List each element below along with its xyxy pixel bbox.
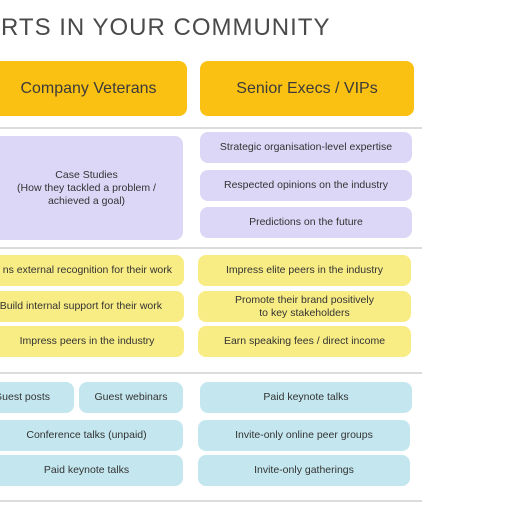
page-title: ERTS IN YOUR COMMUNITY	[0, 14, 331, 41]
divider-1	[0, 127, 422, 129]
strategic-expertise-card: Strategic organisation-level expertise	[200, 132, 412, 163]
invite-only-groups-card: Invite-only online peer groups	[198, 420, 410, 451]
case-studies-line2: (How they tackled a problem /	[17, 181, 156, 194]
predictions-card: Predictions on the future	[200, 207, 412, 238]
speaking-fees-card: Earn speaking fees / direct income	[198, 326, 411, 357]
header-company-veterans: Company Veterans	[0, 61, 187, 116]
external-recognition-card: ns external recognition for their work	[0, 255, 184, 286]
promote-brand-line2: to key stakeholders	[259, 306, 350, 319]
internal-support-card: Build internal support for their work	[0, 291, 184, 322]
impress-peers-card: Impress peers in the industry	[0, 326, 184, 357]
guest-posts-card: Guest posts	[0, 382, 74, 413]
invite-only-gatherings-card: Invite-only gatherings	[198, 455, 410, 486]
paid-keynote-right-card: Paid keynote talks	[200, 382, 412, 413]
divider-2	[0, 247, 422, 249]
header-senior-execs: Senior Execs / VIPs	[200, 61, 414, 116]
promote-brand-card: Promote their brand positively to key st…	[198, 291, 411, 322]
divider-4	[0, 500, 422, 502]
respected-opinions-card: Respected opinions on the industry	[200, 170, 412, 201]
divider-3	[0, 372, 422, 374]
promote-brand-line1: Promote their brand positively	[235, 293, 374, 306]
case-studies-line3: achieved a goal)	[47, 194, 126, 207]
guest-webinars-card: Guest webinars	[79, 382, 183, 413]
case-studies-card: Case Studies (How they tackled a problem…	[0, 136, 183, 240]
impress-elite-peers-card: Impress elite peers in the industry	[198, 255, 411, 286]
conference-talks-card: Conference talks (unpaid)	[0, 420, 183, 451]
paid-keynote-left-card: Paid keynote talks	[0, 455, 183, 486]
case-studies-line1: Case Studies	[55, 168, 118, 181]
